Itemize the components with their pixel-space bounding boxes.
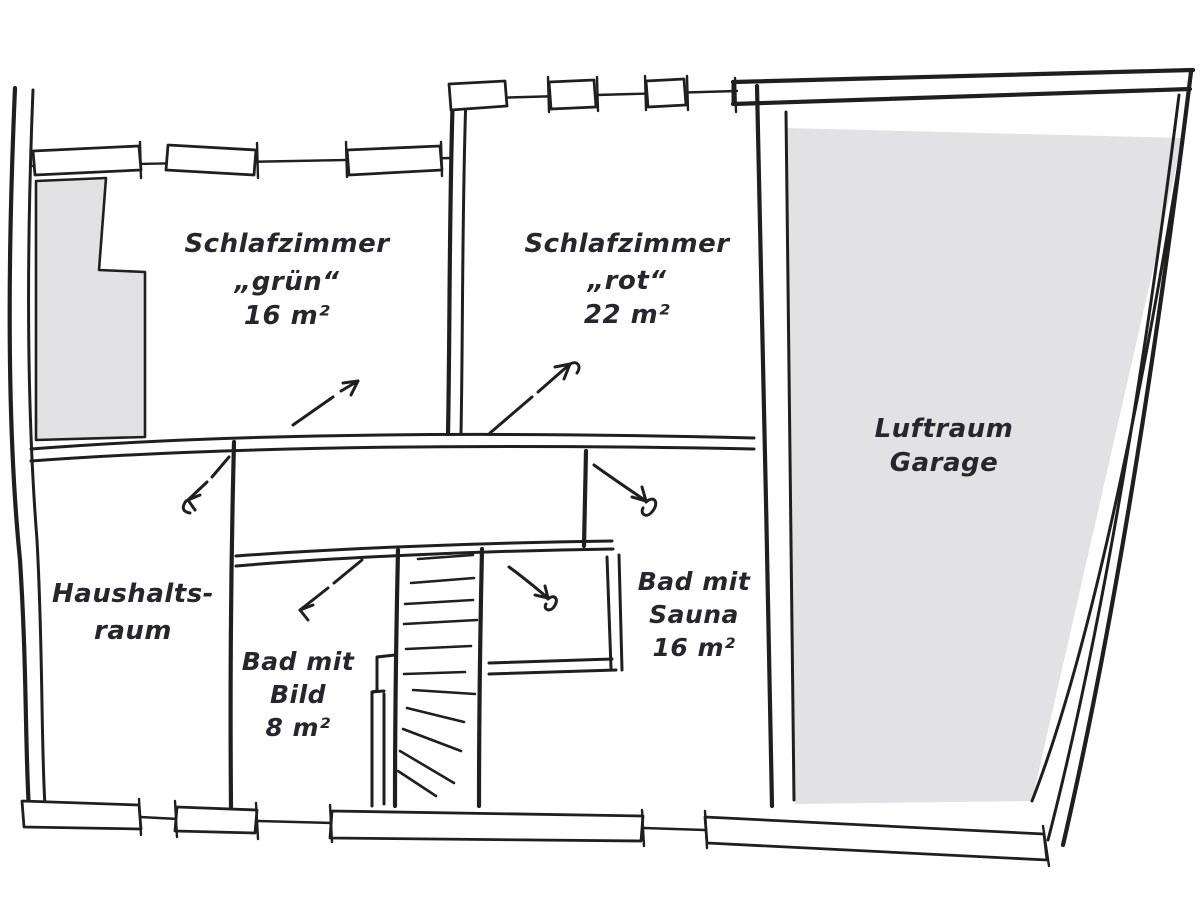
door-arrow-green (291, 379, 360, 427)
wall-bedroom-divider (445, 89, 468, 437)
outer-wall-left (7, 85, 47, 813)
chimney (370, 653, 397, 808)
door-arrow-household (181, 455, 231, 515)
wall-middle-horizontal (29, 432, 756, 463)
door-arrow-cabin (507, 565, 558, 612)
label-bad-mit-sauna-1: Bad mit (638, 567, 751, 596)
door-arrow-bath-picture (298, 558, 364, 622)
wall-sauna-partition (581, 448, 589, 549)
label-bad-mit-bild-2: Bild (270, 680, 327, 709)
door-arrow-red (488, 361, 581, 435)
label-schlafzimmer-rot-area: 22 m² (584, 300, 670, 330)
sloped-ceiling-area (34, 176, 147, 442)
window-wall-green-top (28, 140, 454, 180)
label-luftraum-garage-2: Garage (890, 448, 999, 478)
staircase (392, 546, 485, 809)
wall-household-right (228, 439, 237, 810)
sauna-cabin (487, 553, 624, 676)
label-schlafzimmer-gruen-name: Schlafzimmer (184, 229, 391, 259)
garage-void-area (786, 128, 1183, 804)
garage-top-wall (730, 67, 1196, 107)
label-bad-mit-sauna-area: 16 m² (653, 633, 736, 662)
label-bad-mit-bild-area: 8 m² (265, 713, 330, 742)
label-haushaltsraum-2: raum (94, 616, 172, 646)
window-wall-bottom (20, 797, 1051, 868)
label-haushaltsraum-1: Haushalts- (52, 579, 214, 609)
label-schlafzimmer-gruen-area: 16 m² (244, 301, 330, 331)
label-bad-mit-sauna-2: Sauna (649, 600, 739, 629)
garage-left-wall (754, 83, 796, 809)
door-arrow-sauna (592, 463, 658, 517)
window-wall-red-top (447, 74, 739, 114)
label-schlafzimmer-gruen-sub: „grün“ (234, 267, 340, 297)
label-luftraum-garage-1: Luftraum (875, 414, 1014, 444)
label-schlafzimmer-rot-name: Schlafzimmer (524, 229, 731, 259)
label-schlafzimmer-rot-sub: „rot“ (586, 266, 666, 296)
label-bad-mit-bild-1: Bad mit (242, 647, 355, 676)
outer-wall-right (1030, 69, 1194, 848)
room-labels: Schlafzimmer „grün“ 16 m² Schlafzimmer „… (52, 229, 1013, 742)
wall-bath-top (234, 539, 615, 568)
